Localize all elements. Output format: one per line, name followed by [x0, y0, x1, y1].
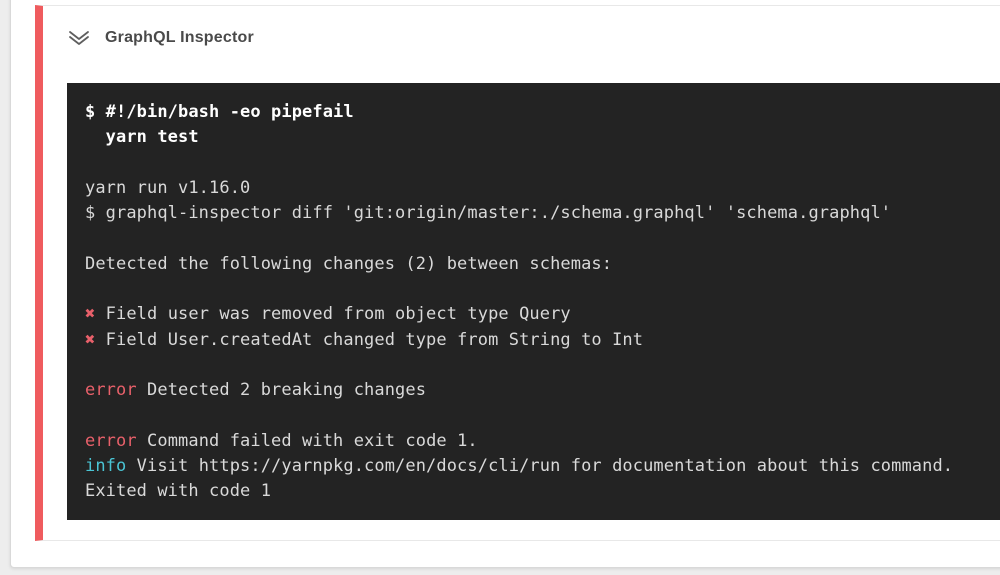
terminal-text-err: ✖	[85, 329, 96, 350]
terminal-text-out: Command failed with exit code 1.	[136, 430, 478, 451]
terminal-line: error Command failed with exit code 1.	[85, 429, 1000, 454]
terminal-output: $ #!/bin/bash -eo pipefail yarn test yar…	[67, 83, 1000, 520]
terminal-line: $ #!/bin/bash -eo pipefail	[85, 100, 1000, 125]
terminal-text-cmd: $ #!/bin/bash -eo pipefail	[85, 102, 354, 122]
job-card: GraphQL Inspector $ #!/bin/bash -eo pipe…	[10, 0, 1000, 568]
terminal-line: ✖ Field user was removed from object typ…	[85, 302, 1000, 327]
terminal-text-cmd: yarn test	[85, 127, 199, 148]
terminal-text-err: error	[85, 380, 137, 401]
terminal-line: error Detected 2 breaking changes	[85, 378, 1000, 403]
terminal-line: $ graphql-inspector diff 'git:origin/mas…	[85, 201, 1000, 226]
terminal-line: ✖ Field User.createdAt changed type from…	[85, 328, 1000, 353]
terminal-text-err: ✖	[85, 304, 96, 325]
terminal-text-out: Detected 2 breaking changes	[136, 380, 427, 401]
terminal-line	[85, 151, 1000, 176]
terminal-text-out: yarn run v1.16.0	[85, 177, 251, 198]
terminal-line	[85, 226, 1000, 251]
terminal-line: Exited with code 1	[85, 479, 1000, 504]
terminal-text-out: Field user was removed from object type …	[95, 304, 571, 325]
terminal-line: Detected the following changes (2) betwe…	[85, 252, 1000, 277]
terminal-text-err: error	[85, 430, 137, 451]
terminal-text-out: Exited with code 1	[85, 481, 272, 502]
terminal-text-info: info	[85, 456, 127, 477]
double-chevron-down-icon[interactable]	[67, 28, 91, 48]
step-header[interactable]: GraphQL Inspector	[67, 24, 254, 52]
terminal-line	[85, 404, 1000, 429]
terminal-line: yarn test	[85, 125, 1000, 150]
terminal-line: yarn run v1.16.0	[85, 176, 1000, 201]
terminal-text-out: Field User.createdAt changed type from S…	[95, 329, 644, 350]
step-section-failed: GraphQL Inspector $ #!/bin/bash -eo pipe…	[35, 5, 1000, 541]
step-title: GraphQL Inspector	[105, 29, 254, 46]
terminal-line	[85, 353, 1000, 378]
terminal-line: info Visit https://yarnpkg.com/en/docs/c…	[85, 454, 1000, 479]
terminal-text-out: Detected the following changes (2) betwe…	[85, 253, 613, 274]
terminal-text-out: $ graphql-inspector diff 'git:origin/mas…	[85, 203, 892, 224]
terminal-line	[85, 277, 1000, 302]
terminal-text-out: Visit https://yarnpkg.com/en/docs/cli/ru…	[126, 456, 954, 477]
